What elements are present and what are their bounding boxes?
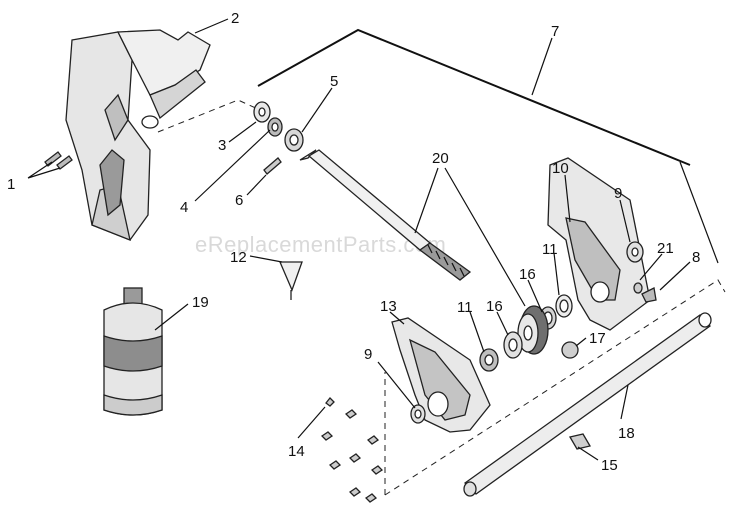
callout-21: 21: [657, 240, 674, 257]
callout-1: 1: [7, 176, 15, 193]
callout-19: 19: [192, 294, 209, 311]
hex-bolt: [641, 287, 657, 303]
grease-fitting: [279, 261, 303, 292]
callout-9b: 9: [614, 185, 622, 202]
thrust-washer-right: [626, 241, 644, 263]
callout-8: 8: [692, 249, 700, 266]
callout-17: 17: [589, 330, 606, 347]
callout-14: 14: [288, 443, 305, 460]
axle-tube: [463, 312, 712, 497]
grease-cartridge: [103, 287, 163, 416]
callout-2: 2: [231, 10, 239, 27]
gear-housing-left: [391, 317, 491, 433]
callout-12: 12: [230, 249, 247, 266]
assembly-bracket: [257, 28, 691, 166]
callout-10: 10: [552, 160, 569, 177]
tube-centerline: [384, 279, 726, 496]
callout-20: 20: [432, 150, 449, 167]
callout-11b: 11: [457, 299, 473, 316]
bushing: [561, 341, 579, 359]
impeller-blade: [65, 29, 211, 242]
bearing-left: [479, 331, 523, 372]
callout-3: 3: [218, 137, 226, 154]
woodruff-key: [568, 433, 592, 450]
retaining-ring: [633, 282, 643, 294]
callout-4: 4: [180, 199, 188, 216]
callout-6: 6: [235, 192, 243, 209]
callout-13: 13: [380, 298, 397, 315]
callout-16b: 16: [486, 298, 503, 315]
thrust-washer-left: [410, 404, 426, 424]
callout-9a: 9: [364, 346, 372, 363]
callout-15: 15: [601, 457, 618, 474]
assembly-bracket-tail: [679, 161, 719, 264]
leader-lines: [27, 18, 691, 461]
callout-5: 5: [330, 73, 338, 90]
shear-bolt-pair: [44, 151, 73, 170]
gear-housing-right: [547, 157, 651, 331]
callout-16a: 16: [519, 266, 536, 283]
callout-18: 18: [618, 425, 635, 442]
impeller-centerline: [157, 99, 261, 133]
callout-11a: 11: [542, 241, 558, 258]
housing-screws: [320, 397, 384, 503]
auger-shaft: [299, 149, 472, 281]
callout-labels: 1 2 3 4 5 6 7 8 9 9 10 11 11 12 13 14 15…: [7, 10, 700, 474]
worm-gear: [517, 305, 549, 355]
callout-7: 7: [551, 23, 559, 40]
spacer-washers: [253, 101, 304, 152]
roll-pin: [263, 157, 282, 175]
